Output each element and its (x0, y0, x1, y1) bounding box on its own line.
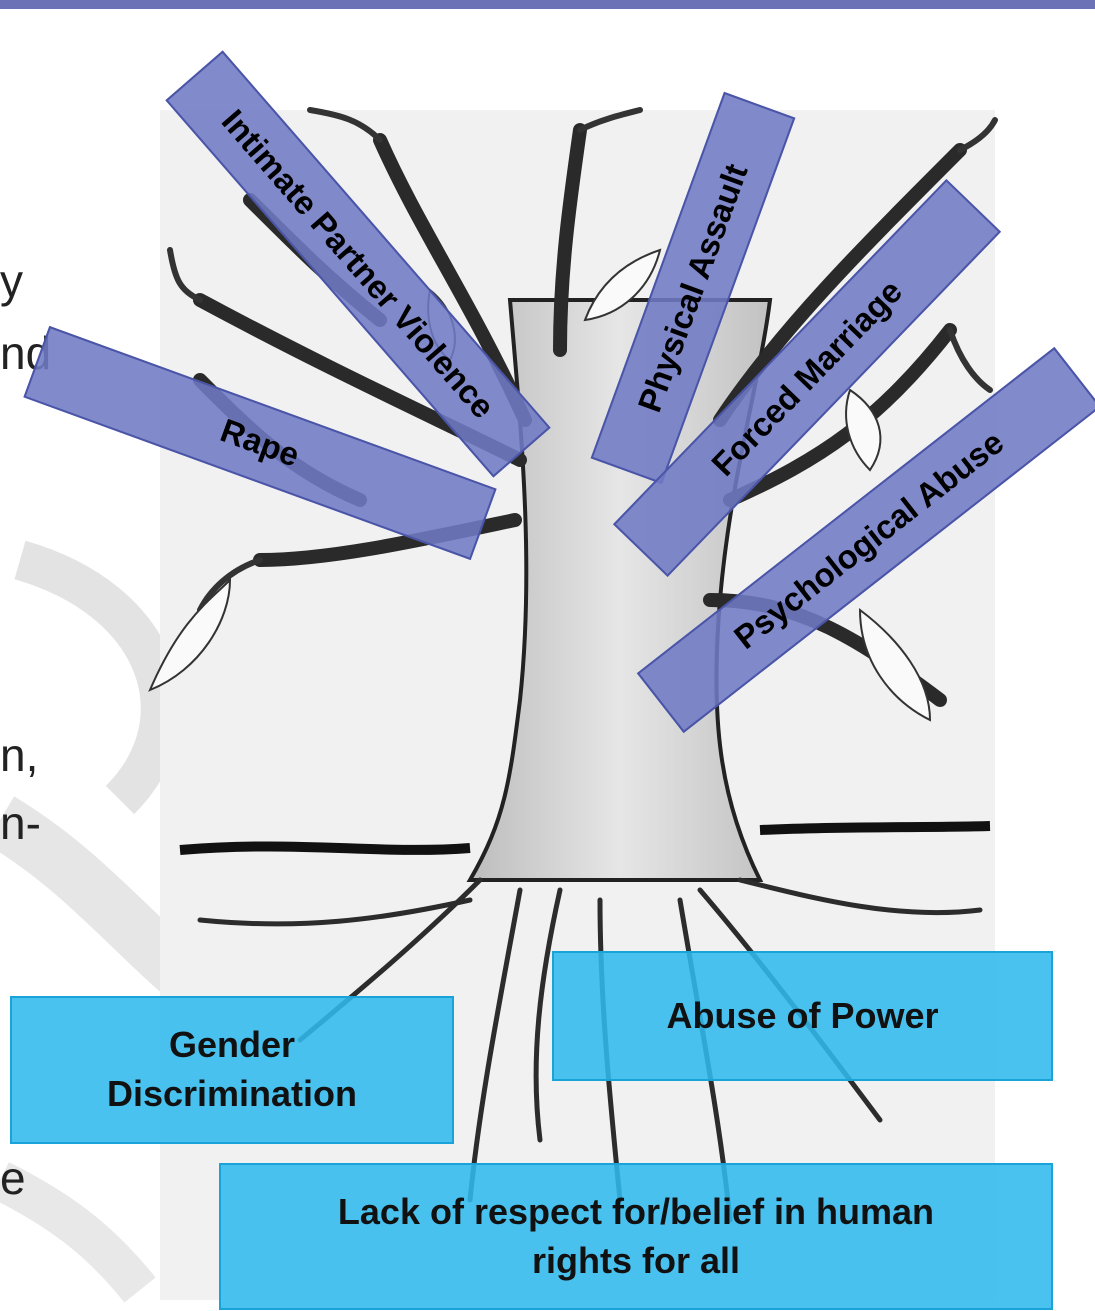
label-abuse-of-power: Abuse of Power (552, 951, 1053, 1081)
top-accent-bar (0, 0, 1095, 9)
gender-line2: Discrimination (106, 1073, 358, 1114)
label-lack-of-respect: Lack of respect for/belief in human righ… (219, 1163, 1053, 1310)
partial-text-1: y (0, 255, 23, 307)
gender-line1: Gender (168, 1024, 296, 1066)
label-rape-text: Rape (215, 411, 305, 474)
partial-text-5: e (0, 1152, 26, 1204)
partial-text-3: n, (0, 729, 39, 781)
power-text: Abuse of Power (666, 994, 939, 1036)
label-gender-discrimination: Gender Discrimination (10, 996, 454, 1144)
partial-text-4: n- (0, 797, 41, 849)
respect-line1: Lack of respect for/belief in human (337, 1190, 935, 1232)
respect-line2: rights for all (531, 1239, 741, 1281)
